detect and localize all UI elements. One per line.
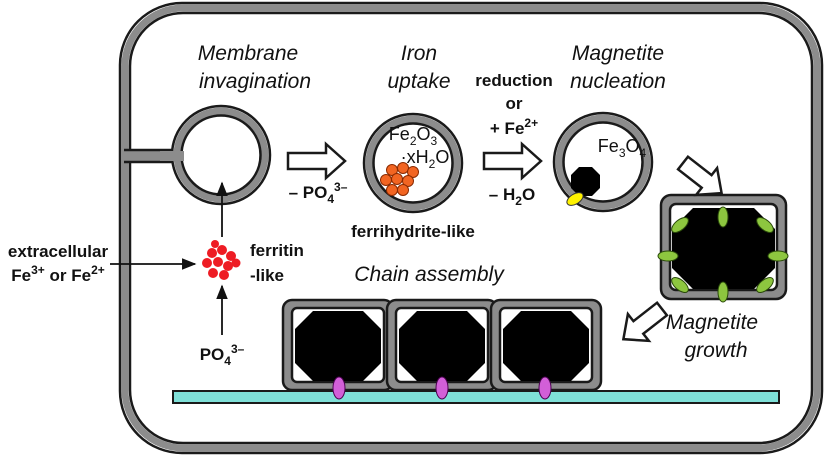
growing-magnetosome xyxy=(659,193,788,301)
nucleation-label-line2: nucleation xyxy=(570,70,666,93)
magnetosome-chain xyxy=(281,298,603,392)
extracellular-label-line2: Fe3+ or Fe2+ xyxy=(11,263,105,285)
magnetite-nucleus xyxy=(571,167,600,196)
ferritin-label-line1: ferritin xyxy=(250,241,304,260)
ferrihydrite-formula-line1: Fe2O3 xyxy=(389,124,438,148)
vesicle-invagination xyxy=(160,104,272,206)
purple-linker-proteins xyxy=(332,376,552,400)
ferrihydrite-formula-line2: ·xH2O xyxy=(401,147,450,171)
growth-label-line1: Magnetite xyxy=(666,311,758,334)
thin-arrows xyxy=(110,181,228,335)
growth-label-line2: growth xyxy=(684,339,747,362)
ferritin-cluster xyxy=(202,240,241,280)
iron-label-line1: Iron xyxy=(401,42,437,65)
iron-label-line2: uptake xyxy=(387,70,450,93)
phosphate-release-label: – PO43– xyxy=(289,180,348,206)
yellow-protein xyxy=(566,192,584,206)
nucleation-label-line1: Magnetite xyxy=(572,42,664,65)
cell-envelope xyxy=(118,1,824,455)
cytoskeletal-filament xyxy=(172,390,780,404)
chain-assembly-label: Chain assembly xyxy=(354,263,505,286)
reduction-label: reduction xyxy=(475,71,552,90)
phosphate-input-label: PO43– xyxy=(200,342,245,368)
water-loss-label: – H2O xyxy=(489,185,535,208)
reduction-or-label: or xyxy=(506,94,523,113)
block-arrows xyxy=(286,141,724,343)
ferrihydrite-particles xyxy=(380,162,419,196)
membrane-label-line2: invagination xyxy=(199,70,311,93)
magnetite-formula: Fe3O4 xyxy=(598,136,647,160)
ferrihydrite-label: ferrihydrite-like xyxy=(351,222,475,241)
extracellular-label-line1: extracellular xyxy=(8,242,109,261)
vesicle-nucleation xyxy=(552,111,654,213)
green-proteins xyxy=(657,206,789,303)
membrane-label-line1: Membrane xyxy=(198,42,298,65)
ferritin-label-line2: -like xyxy=(250,266,284,285)
fe2-addition-label: + Fe2+ xyxy=(490,116,538,138)
